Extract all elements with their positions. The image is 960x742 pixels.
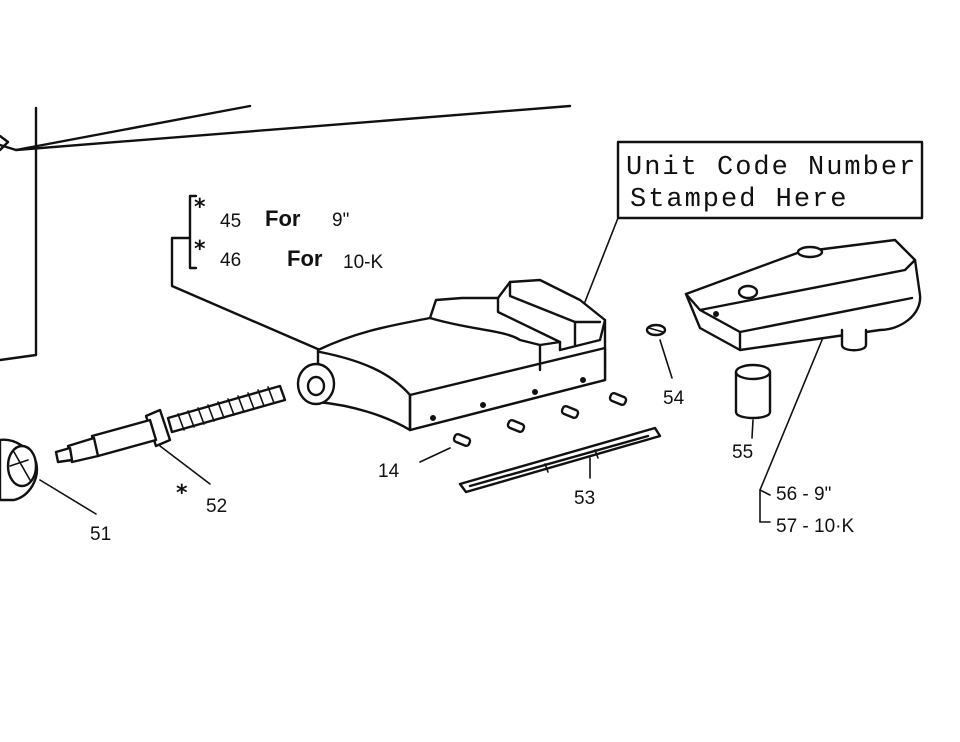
callout-line-1: Unit Code Number [626, 153, 917, 183]
star-45: * [194, 195, 206, 220]
setscrew-54 [645, 323, 673, 379]
top-plate-56-57 [684, 238, 922, 523]
for-46: For [287, 246, 323, 271]
label-56: 56 - 9" [776, 484, 831, 505]
unit-code-callout: Unit Code Number Stamped Here [567, 140, 924, 346]
label-52: 52 [206, 496, 227, 517]
size-46: 10-K [343, 252, 383, 273]
for-45: For [265, 206, 301, 231]
label-51: 51 [90, 524, 111, 545]
star-46: * [194, 237, 206, 262]
top-left-frame [0, 104, 572, 362]
label-57: 57 - 10·K [776, 516, 854, 537]
label-14: 14 [378, 461, 400, 482]
leadscrew-52 [54, 384, 287, 485]
label-46: 46 [220, 250, 241, 271]
part-45-46-bracket: * 45 For 9" * 46 For 10-K [170, 194, 383, 352]
label-53: 53 [574, 488, 595, 509]
label-45: 45 [220, 211, 241, 232]
label-54: 54 [663, 388, 685, 409]
hub-51 [0, 438, 97, 515]
bushing-55 [734, 363, 772, 439]
label-52-star: * [176, 481, 188, 506]
gib-strip-53 [458, 426, 662, 494]
screws-14 [419, 391, 628, 463]
callout-line-2: Stamped Here [630, 185, 848, 215]
label-55: 55 [732, 442, 753, 463]
size-45: 9" [332, 210, 349, 231]
carriage-body [296, 278, 607, 432]
